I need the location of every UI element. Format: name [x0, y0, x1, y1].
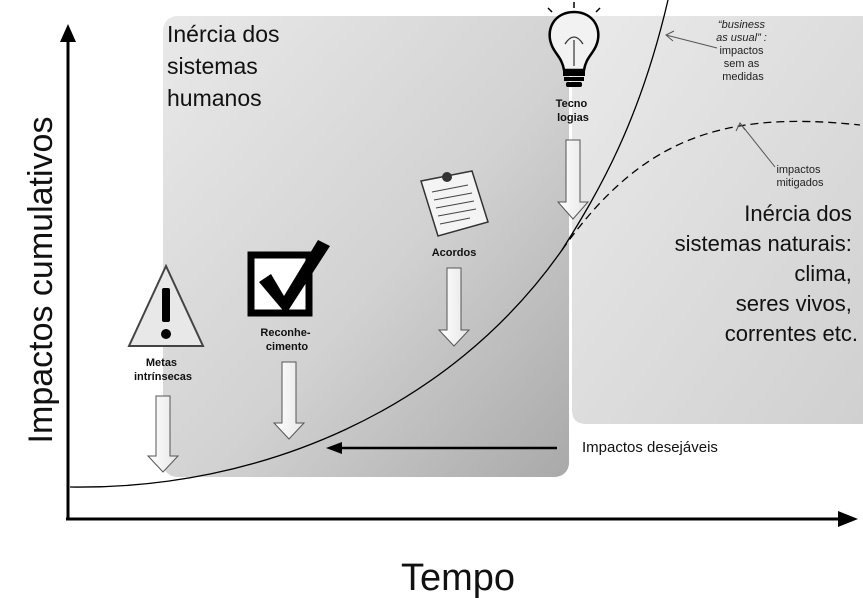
label-reconhecimento: Reconhe- cimento: [260, 327, 313, 353]
mitigated-note: impactos mitigados: [776, 164, 824, 189]
lightbulb-icon: [547, 2, 601, 87]
label-acordos: Acordos: [432, 247, 477, 259]
mitigated-pointer-head: [735, 122, 746, 132]
business-pointer: [665, 34, 718, 49]
natural-inertia-region: [572, 16, 863, 424]
y-axis-arrowhead: [60, 24, 76, 42]
bau-line-4: sem as: [724, 58, 760, 70]
natural-inertia-line-2: sistemas naturais:: [675, 231, 852, 256]
human-inertia-region: [163, 16, 569, 477]
x-axis-arrowhead: [838, 511, 858, 527]
down-arrow-acordos: [437, 267, 471, 347]
bau-line-2: as usual” :: [716, 32, 767, 44]
bau-line-1: “business: [718, 19, 766, 31]
checkbox-check-icon: [247, 240, 330, 317]
natural-inertia-title: Inércia dos sistemas naturais: clima, se…: [675, 201, 858, 346]
human-inertia-title: Inércia dos sistemas humanos: [167, 21, 286, 111]
natural-inertia-line-1: Inércia dos: [744, 201, 852, 226]
bau-line-3: impactos: [719, 45, 764, 57]
human-inertia-line-1: Inércia dos: [167, 21, 280, 47]
x-axis-label: Tempo: [401, 557, 515, 598]
mitigated-curve: [561, 120, 861, 251]
business-as-usual-note: “business as usual” : impactos sem as me…: [716, 19, 770, 83]
human-inertia-line-3: humanos: [167, 85, 262, 111]
y-axis-label: Impactos cumulativos: [22, 117, 60, 444]
label-metas-line-2: intrínsecas: [134, 371, 192, 383]
down-arrow-reconhecimento: [272, 361, 306, 440]
business-pointer-head: [665, 30, 675, 42]
label-tecnologias: Tecno logias: [556, 98, 591, 124]
natural-inertia-line-3: clima,: [794, 261, 851, 286]
desired-impacts-label: Impactos desejáveis: [582, 439, 718, 456]
bau-line-5: medidas: [722, 71, 764, 83]
natural-inertia-line-4: seres vivos,: [736, 291, 852, 316]
label-metas: Metas intrínsecas: [134, 357, 192, 383]
mitigated-pointer: [739, 122, 776, 168]
label-reconhecimento-line-2: cimento: [266, 341, 308, 353]
label-metas-line-1: Metas: [146, 357, 177, 369]
label-reconhecimento-line-1: Reconhe-: [260, 327, 310, 339]
human-inertia-line-2: sistemas: [167, 53, 258, 79]
note-pin-icon: [420, 170, 489, 237]
down-arrow-tecnologias: [556, 139, 590, 220]
mitigated-line-2: mitigados: [776, 177, 824, 189]
natural-inertia-line-5: correntes etc.: [725, 321, 858, 346]
label-tecnologias-line-1: Tecno: [556, 98, 588, 110]
down-arrow-metas: [146, 395, 180, 473]
business-as-usual-curve: [69, 0, 669, 488]
label-tecnologias-line-2: logias: [557, 112, 589, 124]
mitigated-line-1: impactos: [776, 164, 821, 176]
desired-impacts-arrowhead: [326, 442, 342, 454]
warning-triangle-icon: [127, 263, 205, 347]
